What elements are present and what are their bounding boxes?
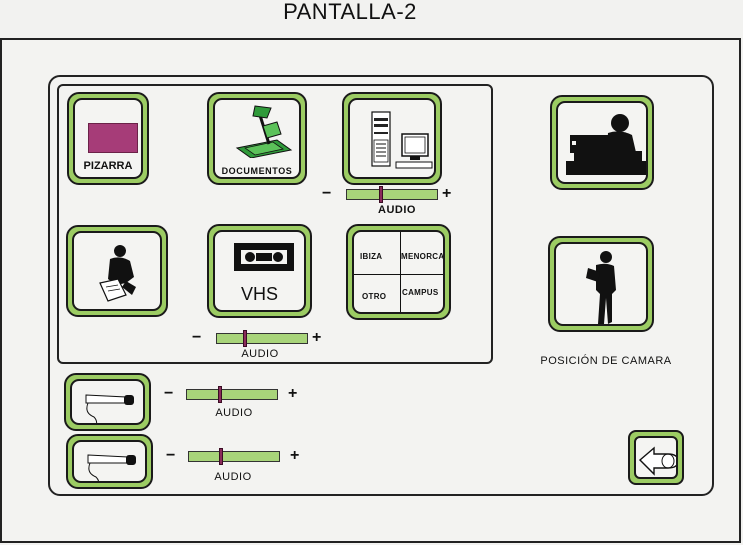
control-panel (48, 75, 714, 496)
vhs-button[interactable]: VHS (207, 224, 312, 318)
computer-audio-label: AUDIO (378, 204, 416, 216)
mic-2-audio-minus[interactable]: − (166, 447, 176, 464)
mic-2-button[interactable] (66, 434, 153, 489)
computer-audio-plus[interactable]: + (442, 185, 452, 202)
screen-title: PANTALLA-2 (283, 0, 417, 24)
mic-1-audio-slider[interactable]: − + (164, 384, 304, 406)
vhs-audio-thumb[interactable] (243, 330, 248, 347)
back-button[interactable] (628, 430, 684, 485)
vhs-audio-slider[interactable]: − + (192, 328, 326, 350)
mic-2-audio-track (188, 451, 280, 462)
presenter-button[interactable] (66, 225, 168, 317)
standing-person-icon (586, 251, 616, 324)
documentos-button[interactable]: DOCUMENTOS (207, 92, 307, 185)
camera-position-2-button[interactable] (548, 236, 654, 332)
vhs-label: VHS (240, 284, 278, 304)
document-camera-icon (235, 105, 293, 158)
mic-2-audio-label: AUDIO (214, 471, 252, 483)
mic-1-audio-track (186, 389, 278, 400)
vhs-audio-track (216, 333, 308, 344)
documentos-label: DOCUMENTOS (221, 166, 293, 176)
sources-group (57, 84, 493, 364)
pizarra-label: PIZARRA (83, 160, 133, 172)
mic-2-audio-thumb[interactable] (219, 448, 224, 465)
location-otro[interactable]: OTRO (362, 292, 387, 301)
mic-1-button[interactable] (64, 373, 151, 431)
microphone-icon (87, 454, 136, 481)
computer-button[interactable] (342, 92, 442, 185)
vhs-audio-minus[interactable]: − (192, 329, 202, 346)
vhs-audio-label: AUDIO (241, 348, 279, 360)
mic-2-audio-slider[interactable]: − + (166, 446, 306, 468)
pizarra-button[interactable]: PIZARRA (67, 92, 149, 185)
computer-audio-thumb[interactable] (378, 186, 383, 203)
mic-1-audio-plus[interactable]: + (288, 385, 298, 402)
back-arrow-icon (638, 446, 676, 476)
camera-position-label: POSICIÓN DE CAMARA (540, 355, 672, 367)
grid-divider-vertical (400, 232, 401, 312)
computer-audio-slider[interactable]: − + (322, 184, 456, 206)
mic-1-audio-label: AUDIO (215, 407, 253, 419)
location-selector[interactable]: IBIZA MENORCA OTRO CAMPUS (346, 224, 451, 320)
mic-2-audio-plus[interactable]: + (290, 447, 300, 464)
person-at-desk-icon (566, 114, 646, 175)
location-menorca[interactable]: MENORCA (401, 252, 445, 261)
mic-1-audio-minus[interactable]: − (164, 385, 174, 402)
computer-audio-track (346, 189, 438, 200)
camera-position-1-button[interactable] (550, 95, 654, 190)
vhs-cassette-icon (234, 243, 294, 271)
mic-1-audio-thumb[interactable] (218, 386, 223, 403)
location-campus[interactable]: CAMPUS (402, 288, 439, 297)
microphone-icon (85, 394, 134, 423)
whiteboard-icon (88, 123, 138, 153)
vhs-audio-plus[interactable]: + (312, 329, 322, 346)
computer-icon (371, 111, 433, 169)
location-ibiza[interactable]: IBIZA (360, 252, 383, 261)
presenter-writing-icon (99, 245, 136, 302)
computer-audio-minus[interactable]: − (322, 185, 332, 202)
grid-divider-horizontal (354, 274, 443, 275)
